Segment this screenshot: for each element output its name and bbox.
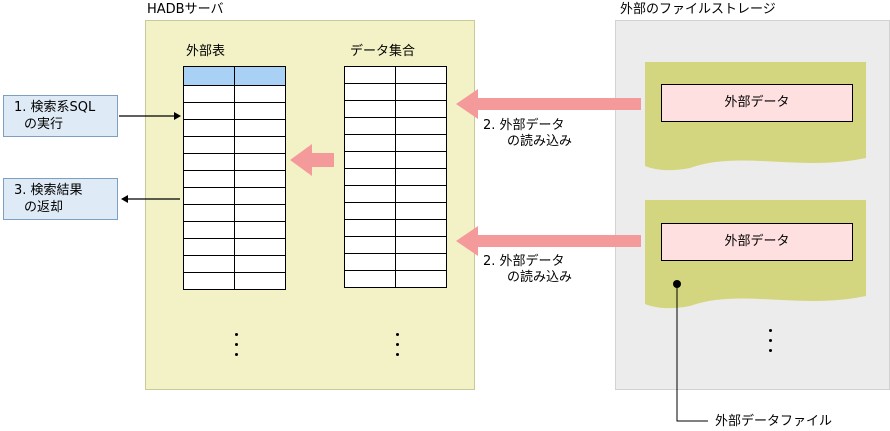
table-cell: [234, 102, 286, 120]
table-row: [344, 185, 447, 203]
table-row: [344, 100, 447, 118]
step2b-line2: の読み込み: [507, 270, 573, 285]
table-row: [183, 272, 286, 290]
table-cell: [183, 272, 235, 290]
table-cell: [183, 119, 235, 137]
table-row: [183, 221, 286, 239]
table-cell: [234, 153, 286, 171]
table-cell: [183, 102, 235, 120]
data-set-table: [344, 66, 447, 288]
storage-title: 外部のファイルストレージ: [620, 2, 776, 17]
arrow-dataset-to-table: [290, 144, 334, 176]
table-cell: [183, 136, 235, 154]
step2a-line1: 2. 外部データ: [483, 118, 565, 133]
table-cell: [183, 255, 235, 273]
step2b-line1: 2. 外部データ: [483, 254, 565, 269]
table-cell: [395, 270, 447, 288]
table-cell: [234, 136, 286, 154]
external-table: [183, 66, 286, 290]
external-data-1: 外部データ: [661, 84, 853, 122]
table-row: [183, 187, 286, 205]
step1-box: 1. 検索系SQL の実行: [3, 95, 118, 137]
arrow-read-1: [456, 89, 641, 119]
table-cell: [395, 253, 447, 271]
table-row: [344, 66, 447, 84]
table-cell: [344, 270, 396, 288]
table-cell: [344, 100, 396, 118]
step2a-line2: の読み込み: [507, 134, 573, 149]
data-set-label: データ集合: [350, 44, 416, 59]
table-row: [183, 66, 286, 86]
table-row: [344, 134, 447, 152]
table-cell: [234, 187, 286, 205]
callout-line: [676, 284, 708, 422]
table-cell: [234, 119, 286, 137]
arrow-step3-head: [121, 195, 128, 203]
external-table-label: 外部表: [186, 44, 226, 59]
external-data-file-label: 外部データファイル: [715, 414, 833, 429]
table-cell: [395, 202, 447, 220]
table-cell: [395, 185, 447, 203]
external-data-2: 外部データ: [661, 223, 853, 261]
table-cell: [395, 134, 447, 152]
table-cell: [344, 253, 396, 271]
table-cell: [183, 153, 235, 171]
table-row: [183, 204, 286, 222]
table-cell: [234, 221, 286, 239]
table-cell: [344, 117, 396, 135]
step2b-label: 2. 外部データ の読み込み: [483, 254, 572, 286]
table-row: [344, 219, 447, 237]
table-cell: [344, 185, 396, 203]
arrow-read-2: [456, 226, 641, 256]
step2a-label: 2. 外部データ の読み込み: [483, 118, 572, 150]
table-cell: [234, 272, 286, 290]
table-row: [344, 202, 447, 220]
step3-line2: の返却: [24, 200, 64, 215]
table-cell: [395, 168, 447, 186]
arrow-step1-head: [174, 112, 181, 120]
table-row: [344, 270, 447, 288]
table-cell: [183, 85, 235, 103]
hadb-server-title: HADBサーバ: [147, 2, 224, 17]
step3-box: 3. 検索結果 の返却: [3, 178, 118, 220]
table-row: [344, 117, 447, 135]
table-cell: [183, 187, 235, 205]
step3-line1: 3. 検索結果: [14, 183, 83, 198]
table-row: [183, 102, 286, 120]
step1-line2: の実行: [24, 117, 64, 132]
table-cell: [395, 236, 447, 254]
step1-line1: 1. 検索系SQL: [14, 100, 96, 115]
table-row: [183, 136, 286, 154]
table-cell: [183, 66, 235, 86]
table-row: [183, 119, 286, 137]
table-cell: [395, 117, 447, 135]
table-cell: [395, 66, 447, 84]
table-row: [183, 153, 286, 171]
table-cell: [234, 66, 286, 86]
table-row: [344, 253, 447, 271]
table-cell: [344, 66, 396, 84]
table-cell: [234, 238, 286, 256]
